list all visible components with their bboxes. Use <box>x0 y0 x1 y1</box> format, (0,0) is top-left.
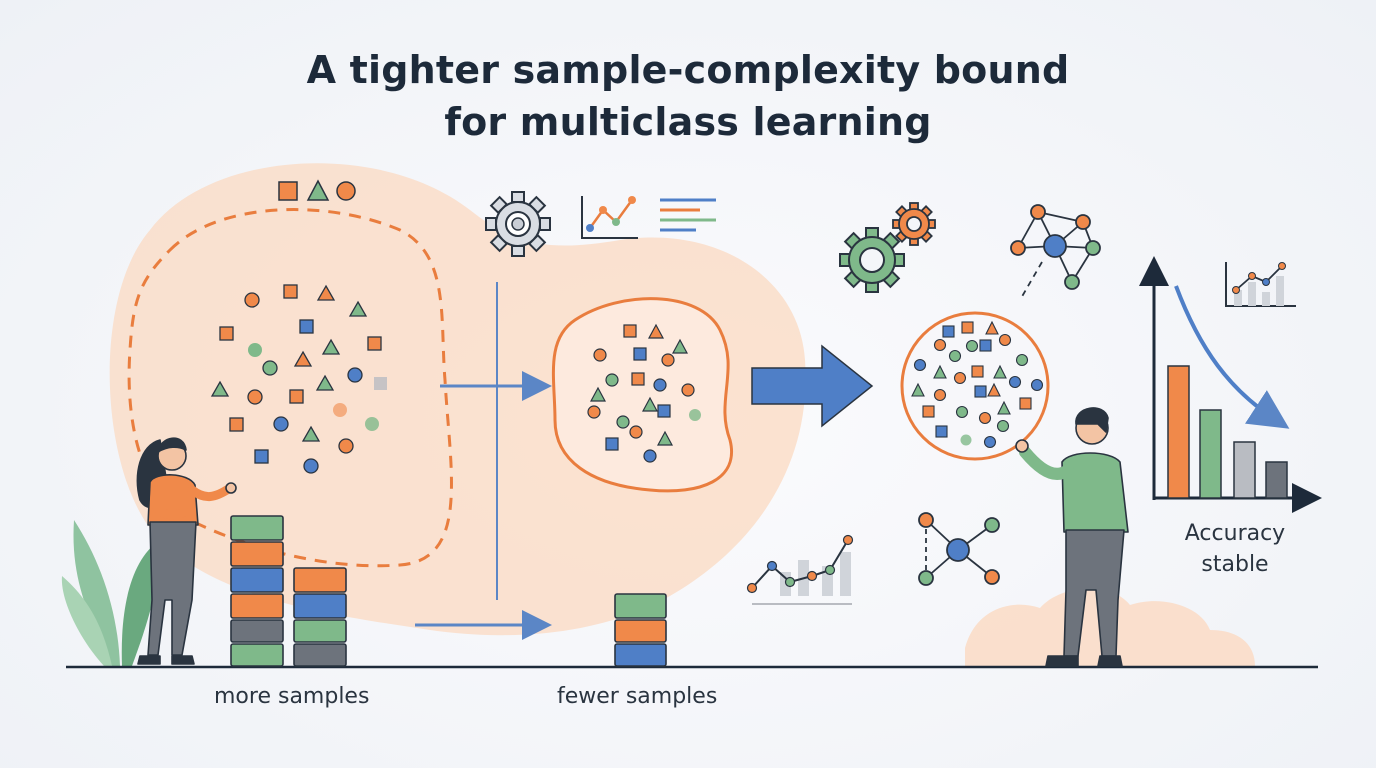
decline-arrow <box>1174 285 1290 429</box>
network-icon <box>1010 204 1101 301</box>
sample-points-large <box>210 284 387 474</box>
man-figure <box>1015 407 1129 667</box>
text-lines-icon <box>660 198 716 232</box>
big-arrow-icon <box>751 344 874 428</box>
network-icon-lower <box>918 512 1000 586</box>
gear-icon-orange <box>892 202 936 246</box>
sample-points-classified <box>911 320 1044 449</box>
sample-points-reduced <box>587 323 701 463</box>
sample-stack-small <box>614 593 667 667</box>
label-more-samples: more samples <box>214 684 370 709</box>
gear-icon <box>485 191 551 257</box>
accuracy-chart <box>1139 256 1322 513</box>
label-fewer-samples: fewer samples <box>557 684 718 709</box>
page-title: A tighter sample-complexity bound for mu… <box>0 44 1376 148</box>
title-line-1: A tighter sample-complexity bound <box>306 48 1070 92</box>
sample-stack-large <box>230 515 347 667</box>
woman-figure <box>136 437 237 665</box>
dashed-hypothesis-region <box>127 208 453 568</box>
line-chart-icon <box>581 196 638 239</box>
label-accuracy: Accuracy <box>1184 521 1286 546</box>
small-bar-chart-icon <box>1225 262 1296 307</box>
title-line-2: for multiclass learning <box>444 100 932 144</box>
label-stable: stable <box>1201 552 1269 577</box>
plant-icon <box>61 520 160 666</box>
bar-chart-icon <box>746 534 854 605</box>
label-accuracy-stable: Accuracy stable <box>1160 518 1310 580</box>
gear-icon-green <box>839 227 905 293</box>
reduced-region <box>551 297 733 493</box>
